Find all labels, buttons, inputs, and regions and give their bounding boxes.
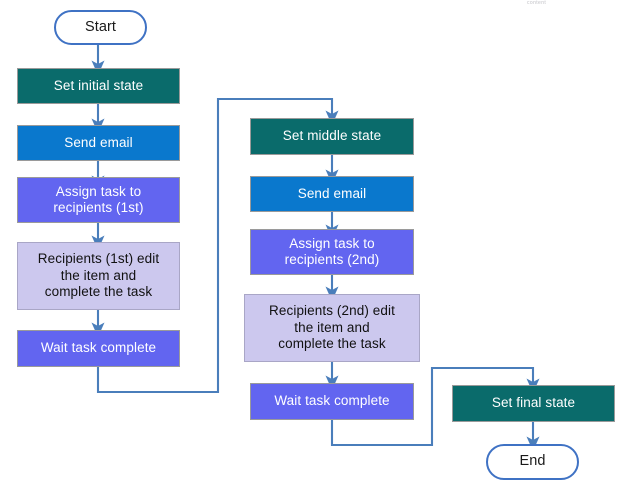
node-send-email-2[interactable]: Send email (250, 176, 414, 212)
node-wait-task-complete-2-label: Wait task complete (274, 393, 390, 409)
node-set-final-state[interactable]: Set final state (452, 385, 615, 422)
node-end[interactable]: End (486, 444, 579, 480)
node-assign-task-1-line2: recipients (1st) (53, 200, 144, 215)
node-set-final-state-label: Set final state (491, 395, 576, 411)
node-assign-task-2[interactable]: Assign task to recipients (2nd) (250, 229, 414, 275)
node-recipients-2-line1: Recipients (2nd) edit (269, 303, 395, 319)
node-send-email-1-label: Send email (64, 134, 133, 150)
node-start[interactable]: Start (54, 10, 147, 45)
node-set-initial-state[interactable]: Set initial state (17, 68, 180, 104)
node-wait-task-complete-1-label: Wait task complete (40, 340, 157, 356)
node-set-middle-state[interactable]: Set middle state (250, 118, 414, 155)
node-assign-task-2-line2: recipients (2nd) (284, 252, 380, 267)
node-recipients-1-line3: complete the task (44, 284, 153, 300)
node-recipients-2-line3: complete the task (278, 336, 386, 352)
node-assign-task-1[interactable]: Assign task to recipients (1st) (17, 177, 180, 223)
node-recipients-2-edit[interactable]: Recipients (2nd) edit the item and compl… (244, 294, 420, 362)
node-wait-task-complete-2[interactable]: Wait task complete (250, 383, 414, 420)
node-recipients-1-edit[interactable]: Recipients (1st) edit the item and compl… (17, 242, 180, 310)
node-send-email-1[interactable]: Send email (17, 125, 180, 161)
node-assign-task-1-line1: Assign task to (55, 183, 142, 199)
node-set-middle-state-label: Set middle state (282, 128, 382, 144)
node-send-email-2-label: Send email (297, 185, 367, 201)
node-recipients-2-line2: the item and (294, 319, 370, 335)
node-assign-task-2-line1: Assign task to (289, 235, 375, 251)
node-recipients-1-line2: the item and (60, 267, 137, 283)
node-recipients-1-line1: Recipients (1st) edit (37, 251, 160, 267)
clipped-header-text: content (527, 0, 547, 4)
node-wait-task-complete-1[interactable]: Wait task complete (17, 330, 180, 367)
node-start-label: Start (84, 18, 117, 35)
node-set-initial-state-label: Set initial state (53, 77, 144, 93)
node-end-label: End (519, 453, 546, 470)
